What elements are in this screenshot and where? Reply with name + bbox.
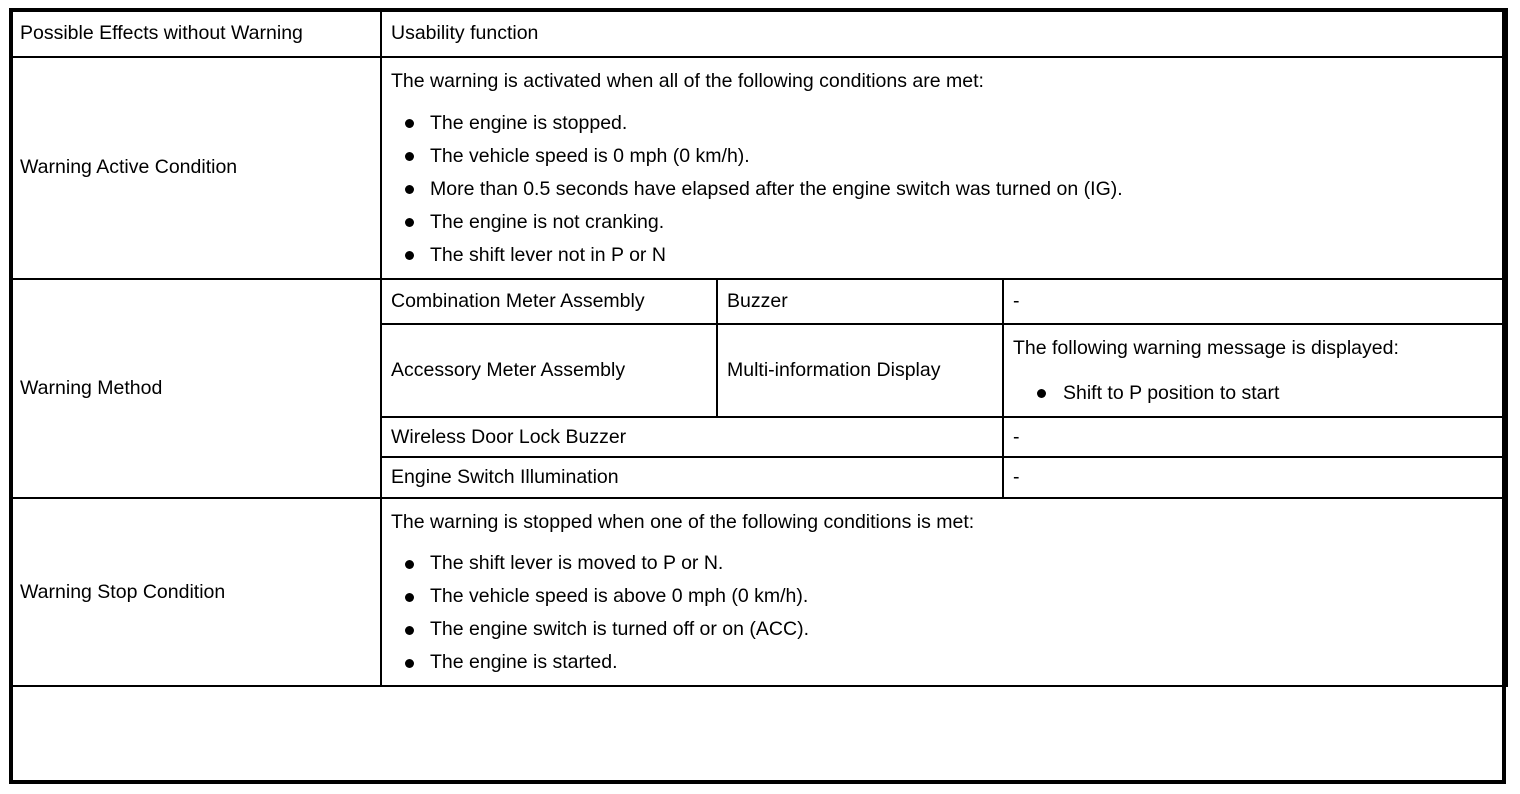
value-text: -: [1013, 425, 1020, 448]
row-label-text: Warning Active Condition: [20, 156, 238, 179]
device-name-text: Multi-information Display: [727, 358, 941, 381]
list-item: The vehicle speed is above 0 mph (0 km/h…: [405, 584, 1496, 609]
cell-component-accessory-meter: Accessory Meter Assembly: [380, 322, 718, 418]
device-name-text: Buzzer: [727, 289, 788, 312]
table-row-warning-method-accessory-meter: Accessory Meter Assembly Multi-informati…: [10, 322, 1509, 418]
bullet-icon: [405, 218, 414, 228]
list-item: The engine switch is turned off or on (A…: [405, 617, 1496, 642]
list-item-text: The vehicle speed is 0 mph (0 km/h).: [430, 144, 750, 167]
list-item: The shift lever not in P or N: [405, 243, 1496, 268]
cell-value-wireless-door-lock: -: [1001, 415, 1509, 459]
table-row-warning-active-condition: Warning Active Condition The warning is …: [9, 55, 1509, 280]
cell-value-combination-meter: -: [1001, 277, 1509, 325]
bullet-icon: [405, 559, 414, 569]
bullet-icon: [405, 119, 414, 129]
value-text: -: [1013, 466, 1020, 489]
bullet-icon: [405, 152, 414, 162]
warning-active-intro: The warning is activated when all of the…: [391, 69, 984, 92]
list-item-text: Shift to P position to start: [1063, 381, 1280, 404]
warning-stop-bullet-list: The shift lever is moved to P or N. The …: [391, 551, 1496, 675]
cell-component-engine-switch-illumination: Engine Switch Illumination: [380, 456, 1004, 500]
value-text: -: [1013, 289, 1020, 312]
list-item: The vehicle speed is 0 mph (0 km/h).: [405, 144, 1496, 169]
bullet-icon: [405, 592, 414, 602]
warning-message-intro: The following warning message is display…: [1013, 336, 1399, 359]
row-label-warning-method: Warning Method: [9, 277, 382, 500]
table-row-warning-method-engine-switch-illumination: Engine Switch Illumination -: [10, 456, 1509, 500]
cell-warning-active-condition-value: The warning is activated when all of the…: [379, 55, 1509, 280]
warning-message-list: Shift to P position to start: [1013, 381, 1496, 406]
list-item: Shift to P position to start: [1037, 381, 1496, 406]
row-label-text: Warning Method: [20, 377, 163, 400]
cell-component-combination-meter: Combination Meter Assembly: [380, 277, 718, 325]
warning-stop-intro: The warning is stopped when one of the f…: [391, 511, 975, 534]
cell-value-multi-information-display: The following warning message is display…: [1001, 322, 1509, 418]
cell-possible-effects-value: Usability function: [379, 8, 1509, 58]
list-item-text: The engine is started.: [430, 651, 618, 674]
warning-active-bullet-list: The engine is stopped. The vehicle speed…: [391, 111, 1496, 268]
row-label-text: Possible Effects without Warning: [20, 22, 303, 44]
cell-warning-stop-condition-value: The warning is stopped when one of the f…: [379, 497, 1509, 688]
component-name-text: Combination Meter Assembly: [391, 289, 645, 312]
table-row-warning-method-combination-meter: Warning Method Combination Meter Assembl…: [9, 277, 1509, 500]
list-item-text: The shift lever is moved to P or N.: [430, 552, 724, 575]
bullet-icon: [405, 185, 414, 195]
bullet-icon: [405, 251, 414, 261]
possible-effects-value-text: Usability function: [391, 21, 539, 44]
cell-device-buzzer: Buzzer: [716, 277, 1004, 325]
row-label-text: Warning Stop Condition: [20, 580, 226, 603]
row-label-warning-active-condition: Warning Active Condition: [9, 55, 382, 280]
list-item-text: The vehicle speed is above 0 mph (0 km/h…: [430, 585, 809, 608]
list-item-text: More than 0.5 seconds have elapsed after…: [430, 177, 1123, 200]
list-item: The engine is started.: [405, 650, 1496, 675]
component-name-text: Wireless Door Lock Buzzer: [391, 425, 627, 448]
cell-value-engine-switch-illumination: -: [1001, 456, 1509, 500]
cell-component-wireless-door-lock: Wireless Door Lock Buzzer: [380, 415, 1004, 459]
cell-device-multi-information-display: Multi-information Display: [716, 322, 1004, 418]
table-row-warning-method-wireless-door-lock: Wireless Door Lock Buzzer -: [10, 415, 1509, 459]
list-item: The shift lever is moved to P or N.: [405, 551, 1496, 576]
list-item: The engine is stopped.: [405, 111, 1496, 136]
list-item: More than 0.5 seconds have elapsed after…: [405, 177, 1496, 202]
bullet-icon: [405, 625, 414, 635]
component-name-text: Engine Switch Illumination: [391, 466, 619, 489]
list-item-text: The engine is not cranking.: [430, 210, 665, 233]
component-name-text: Accessory Meter Assembly: [391, 358, 626, 381]
row-label-possible-effects: Possible Effects without Warning: [9, 8, 382, 58]
list-item: The engine is not cranking.: [405, 210, 1496, 235]
list-item-text: The shift lever not in P or N: [430, 243, 666, 266]
warning-specification-table: Possible Effects without Warning Usabili…: [9, 8, 1509, 688]
list-item-text: The engine switch is turned off or on (A…: [430, 618, 809, 641]
table-row-possible-effects: Possible Effects without Warning Usabili…: [9, 8, 1509, 58]
list-item-text: The engine is stopped.: [430, 111, 628, 134]
table-row-warning-stop-condition: Warning Stop Condition The warning is st…: [9, 497, 1509, 688]
bullet-icon: [405, 658, 414, 668]
row-label-warning-stop-condition: Warning Stop Condition: [9, 497, 382, 688]
bullet-icon: [1037, 389, 1046, 399]
